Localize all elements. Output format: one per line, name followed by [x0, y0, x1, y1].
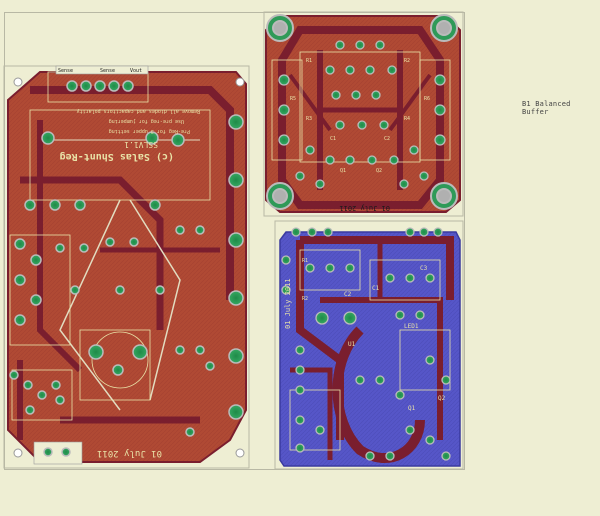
bottom-right-board-date: 01 July 2011: [284, 278, 292, 329]
top-right-board[interactable]: [263, 11, 464, 217]
top-right-board-date: 01 July 2011: [339, 204, 390, 212]
tr-label-7: C2: [384, 136, 390, 142]
bottom-right-board-pads: [281, 227, 451, 461]
tr-label-9: Q2: [376, 168, 382, 174]
left-board-note3: Remove all diodes and capacitors polarit…: [77, 108, 200, 114]
tr-label-3: R4: [404, 116, 410, 122]
bottom-right-board[interactable]: [274, 220, 464, 470]
tr-label-0: R1: [306, 58, 312, 64]
left-board-pads: [9, 80, 244, 457]
tr-label-4: R5: [290, 96, 296, 102]
br-label-7: Q1: [408, 405, 416, 412]
tr-label-6: C1: [330, 136, 336, 142]
left-board-date: 01 July 2011: [97, 448, 162, 458]
left-board-note1: Pre-Reg for 3 upper setting: [109, 128, 190, 134]
header-label-vout: Vout: [130, 68, 142, 74]
br-label-1: R2: [302, 296, 308, 302]
left-board-note2: Use pre-reg for jumpering: [109, 118, 184, 124]
side-label: B1 Balanced Buffer: [522, 100, 571, 116]
br-label-6: U1: [348, 341, 356, 348]
top-right-board-small-pads: [278, 40, 446, 189]
top-right-board-pads: [266, 14, 458, 210]
br-label-8: Q2: [438, 395, 446, 402]
header-label-sense-1: Sense: [58, 68, 73, 74]
tr-label-2: R3: [306, 116, 312, 122]
br-label-5: LED1: [404, 323, 419, 330]
left-board[interactable]: [3, 65, 250, 469]
left-board-version: SSLV1.1: [124, 140, 158, 149]
br-label-0: R1: [302, 258, 308, 264]
br-label-2: C1: [372, 285, 380, 292]
tr-label-5: R6: [424, 96, 430, 102]
tr-label-8: Q1: [340, 168, 346, 174]
header-label-sense-2: Sense: [100, 68, 115, 74]
left-board-title: (c) Salas Shunt-Reg: [60, 151, 174, 162]
tr-label-1: R2: [404, 58, 410, 64]
br-label-4: C3: [420, 265, 428, 272]
br-label-3: C2: [344, 291, 352, 298]
